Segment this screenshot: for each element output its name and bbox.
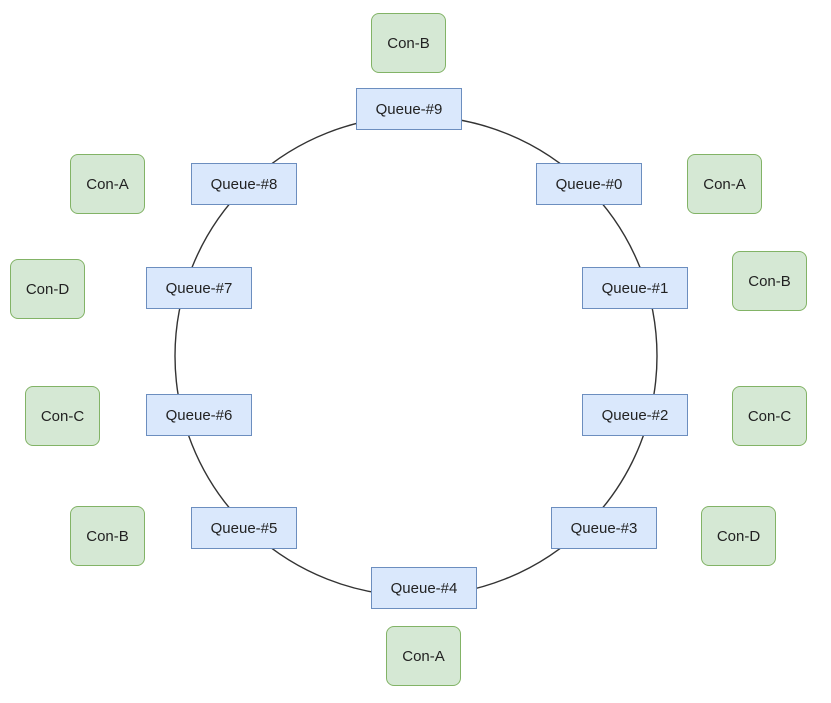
- consumer-node-4: Con-A: [386, 626, 461, 686]
- consumer-node-3: Con-D: [701, 506, 776, 566]
- consumer-node-6: Con-C: [25, 386, 100, 446]
- queue-node-5: Queue-#5: [191, 507, 297, 549]
- consumer-node-1: Con-B: [732, 251, 807, 311]
- queue-node-2: Queue-#2: [582, 394, 688, 436]
- consumer-node-5: Con-B: [70, 506, 145, 566]
- queue-node-8: Queue-#8: [191, 163, 297, 205]
- queue-node-1: Queue-#1: [582, 267, 688, 309]
- queue-node-7: Queue-#7: [146, 267, 252, 309]
- queue-node-4: Queue-#4: [371, 567, 477, 609]
- consumer-node-9: Con-B: [371, 13, 446, 73]
- queue-node-6: Queue-#6: [146, 394, 252, 436]
- consumer-node-2: Con-C: [732, 386, 807, 446]
- consumer-node-8: Con-A: [70, 154, 145, 214]
- consumer-node-7: Con-D: [10, 259, 85, 319]
- queue-node-3: Queue-#3: [551, 507, 657, 549]
- queue-node-9: Queue-#9: [356, 88, 462, 130]
- consumer-node-0: Con-A: [687, 154, 762, 214]
- queue-node-0: Queue-#0: [536, 163, 642, 205]
